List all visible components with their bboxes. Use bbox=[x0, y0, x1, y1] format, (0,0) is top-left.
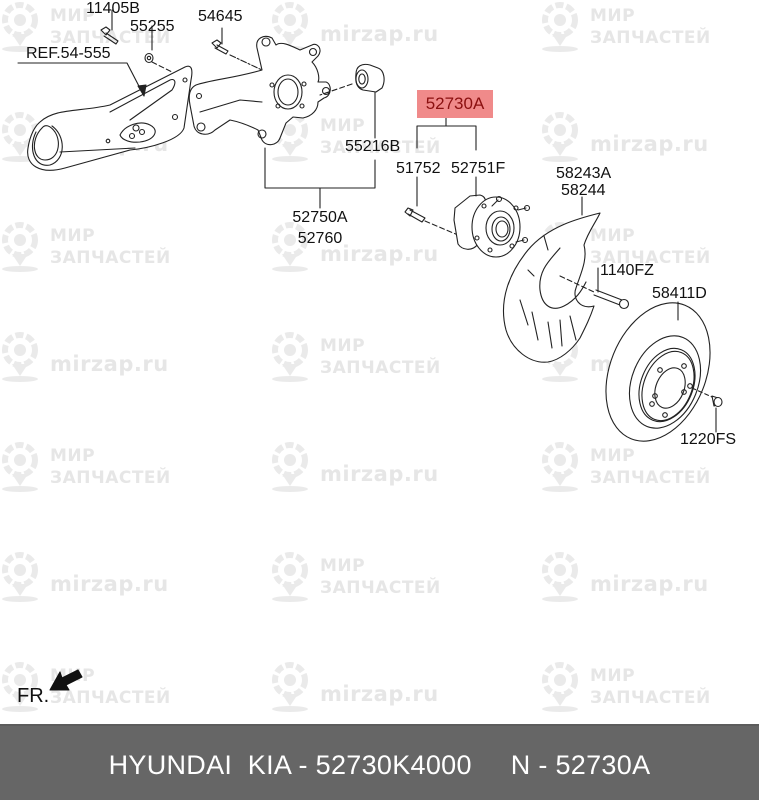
front-arrow-icon bbox=[49, 669, 83, 691]
map-pin-icon bbox=[542, 2, 578, 52]
part-label-58243A[interactable]: 58243A bbox=[556, 165, 612, 182]
map-pin-icon bbox=[2, 222, 38, 272]
watermark: mirzap.ru bbox=[0, 330, 220, 390]
part-label-52750A[interactable]: 52750A bbox=[292, 209, 348, 226]
map-pin-icon bbox=[272, 552, 308, 602]
bolt-11405B[interactable] bbox=[100, 9, 119, 45]
ref-leader-line bbox=[17, 62, 143, 93]
part-label-51752[interactable]: 51752 bbox=[396, 160, 441, 177]
part-label-55216B[interactable]: 55216B bbox=[345, 138, 401, 155]
map-pin-icon bbox=[2, 662, 38, 712]
watermark: mirzap.ru bbox=[0, 550, 220, 610]
ref-label-54-555[interactable]: REF.54-555 bbox=[26, 45, 111, 62]
map-pin-icon bbox=[2, 442, 38, 492]
bolt-54645[interactable] bbox=[211, 27, 263, 71]
part-label-1220FS[interactable]: 1220FS bbox=[680, 431, 737, 448]
screw-1220FS[interactable] bbox=[691, 387, 723, 433]
bolt-1140FZ[interactable] bbox=[559, 267, 630, 310]
watermark: mirzap.ru bbox=[540, 110, 759, 170]
dust-shield-58243A[interactable] bbox=[502, 196, 601, 363]
part-label-11405B[interactable]: 11405B bbox=[86, 0, 140, 17]
part-label-52730A: 52730A bbox=[425, 94, 485, 113]
brake-disc-58411D[interactable] bbox=[587, 287, 730, 456]
nut-55255[interactable] bbox=[144, 25, 173, 73]
map-pin-icon bbox=[2, 332, 38, 382]
watermark: mirzap.ru bbox=[270, 440, 490, 500]
map-pin-icon bbox=[272, 222, 308, 272]
arrow-icon bbox=[137, 84, 147, 97]
bracket-line bbox=[416, 125, 477, 151]
map-pin-icon bbox=[272, 332, 308, 382]
bushing-55216B[interactable] bbox=[319, 63, 385, 139]
hub-bolt-51752[interactable] bbox=[404, 176, 459, 236]
part-label-52751F[interactable]: 52751F bbox=[451, 160, 506, 177]
watermark: mirzap.ru bbox=[270, 660, 490, 720]
part-label-55255[interactable]: 55255 bbox=[130, 18, 175, 35]
watermark: mirzap.ru bbox=[540, 550, 759, 610]
parts-diagram bbox=[17, 9, 730, 691]
map-pin-icon bbox=[542, 112, 578, 162]
watermark: mirzap.ru bbox=[270, 220, 490, 280]
map-pin-icon bbox=[272, 442, 308, 492]
part-label-54645[interactable]: 54645 bbox=[198, 8, 243, 25]
map-pin-icon bbox=[542, 442, 578, 492]
part-number-banner: HYUNDAI KIA - 52730K4000 N - 52730A bbox=[0, 724, 759, 800]
part-label-58411D[interactable]: 58411D bbox=[652, 285, 707, 302]
part-number-text: HYUNDAI KIA - 52730K4000 N - 52730A bbox=[108, 750, 651, 780]
front-indicator-label: FR. bbox=[17, 685, 50, 707]
trailing-arm[interactable] bbox=[27, 65, 193, 171]
part-label-52760[interactable]: 52760 bbox=[297, 230, 343, 247]
part-label-1140FZ[interactable]: 1140FZ bbox=[600, 262, 654, 279]
map-pin-icon bbox=[2, 2, 38, 52]
map-pin-icon bbox=[542, 662, 578, 712]
knuckle-52750A[interactable] bbox=[188, 35, 331, 146]
map-pin-icon bbox=[2, 552, 38, 602]
hub-bearing-52751F[interactable] bbox=[453, 176, 531, 258]
part-label-58244[interactable]: 58244 bbox=[561, 182, 606, 199]
highlighted-part-52730A[interactable]: 52730A bbox=[417, 90, 493, 118]
map-pin-icon bbox=[272, 662, 308, 712]
map-pin-icon bbox=[542, 552, 578, 602]
